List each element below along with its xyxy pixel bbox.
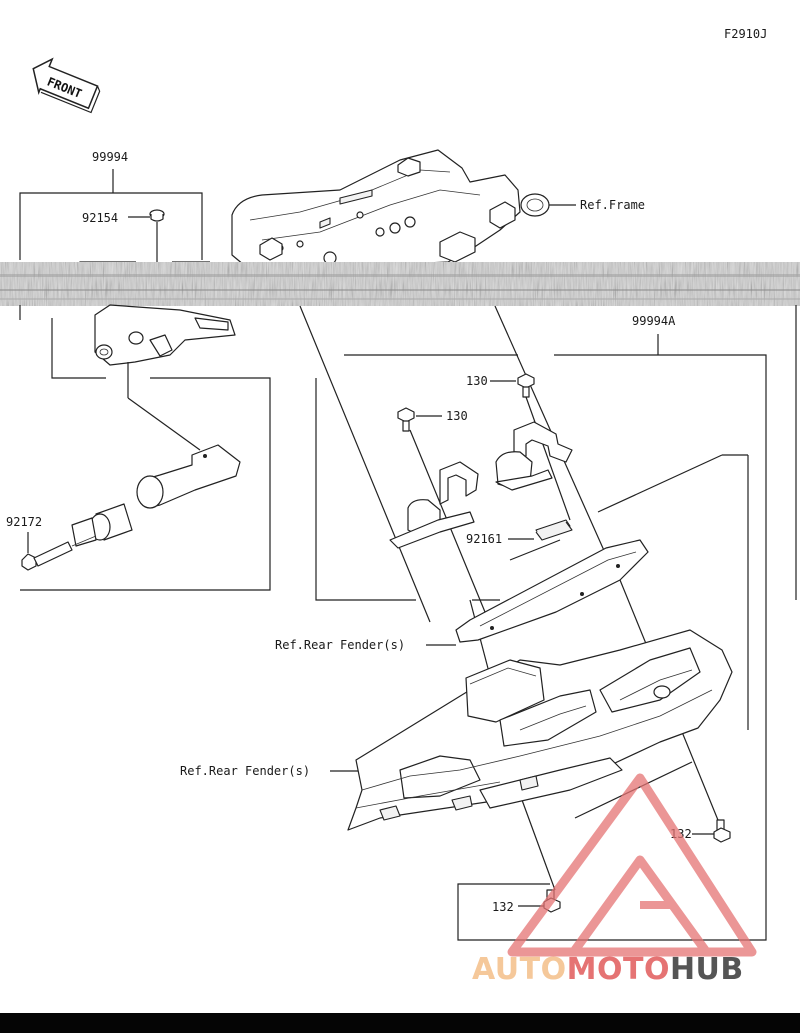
label-99994a: 99994A [632,314,676,328]
kit-99994-lower-frame [19,305,271,591]
label-ref-rear-fender-2: Ref.Rear Fender(s) [180,764,310,778]
grip-part-icon [71,444,241,547]
bolt-130-upper-icon [517,373,571,521]
label-130-upper: 130 [466,374,488,388]
label-92154: 92154 [82,211,118,225]
label-ref-frame: Ref.Frame [580,198,645,212]
label-ref-rear-fender-1: Ref.Rear Fender(s) [275,638,405,652]
spacer-92161-icon [535,519,573,541]
bracket-left-icon [389,461,479,549]
bolt-132-right-icon [713,819,731,843]
watermark-part3: HUB [669,952,744,987]
label-130-lower: 130 [446,409,468,423]
watermark-part1: AUTO [472,952,567,987]
watermark-text: AUTOMOTOHUB [472,950,792,990]
kit-99994a-frame [315,305,797,941]
watermark-part2: MOTO [566,952,670,987]
scan-noise-band [0,262,800,306]
bracket-assembly-icon [94,304,236,451]
label-132-left: 132 [492,900,514,914]
plate-bracket-icon [455,539,649,643]
frame-part-icon [231,149,550,271]
label-92161: 92161 [466,532,502,546]
bracket-right-icon [495,421,573,491]
bolt-92172-icon [21,535,97,571]
bolt-92154-icon [149,209,165,268]
label-99994: 99994 [92,150,128,164]
label-92172: 92172 [6,515,42,529]
watermark-logo-icon [507,773,757,957]
bottom-bar [0,1013,800,1033]
diagram-code: F2910J [724,27,767,41]
rear-fender-icon [347,629,733,831]
front-arrow-icon: FRONT [32,57,101,114]
